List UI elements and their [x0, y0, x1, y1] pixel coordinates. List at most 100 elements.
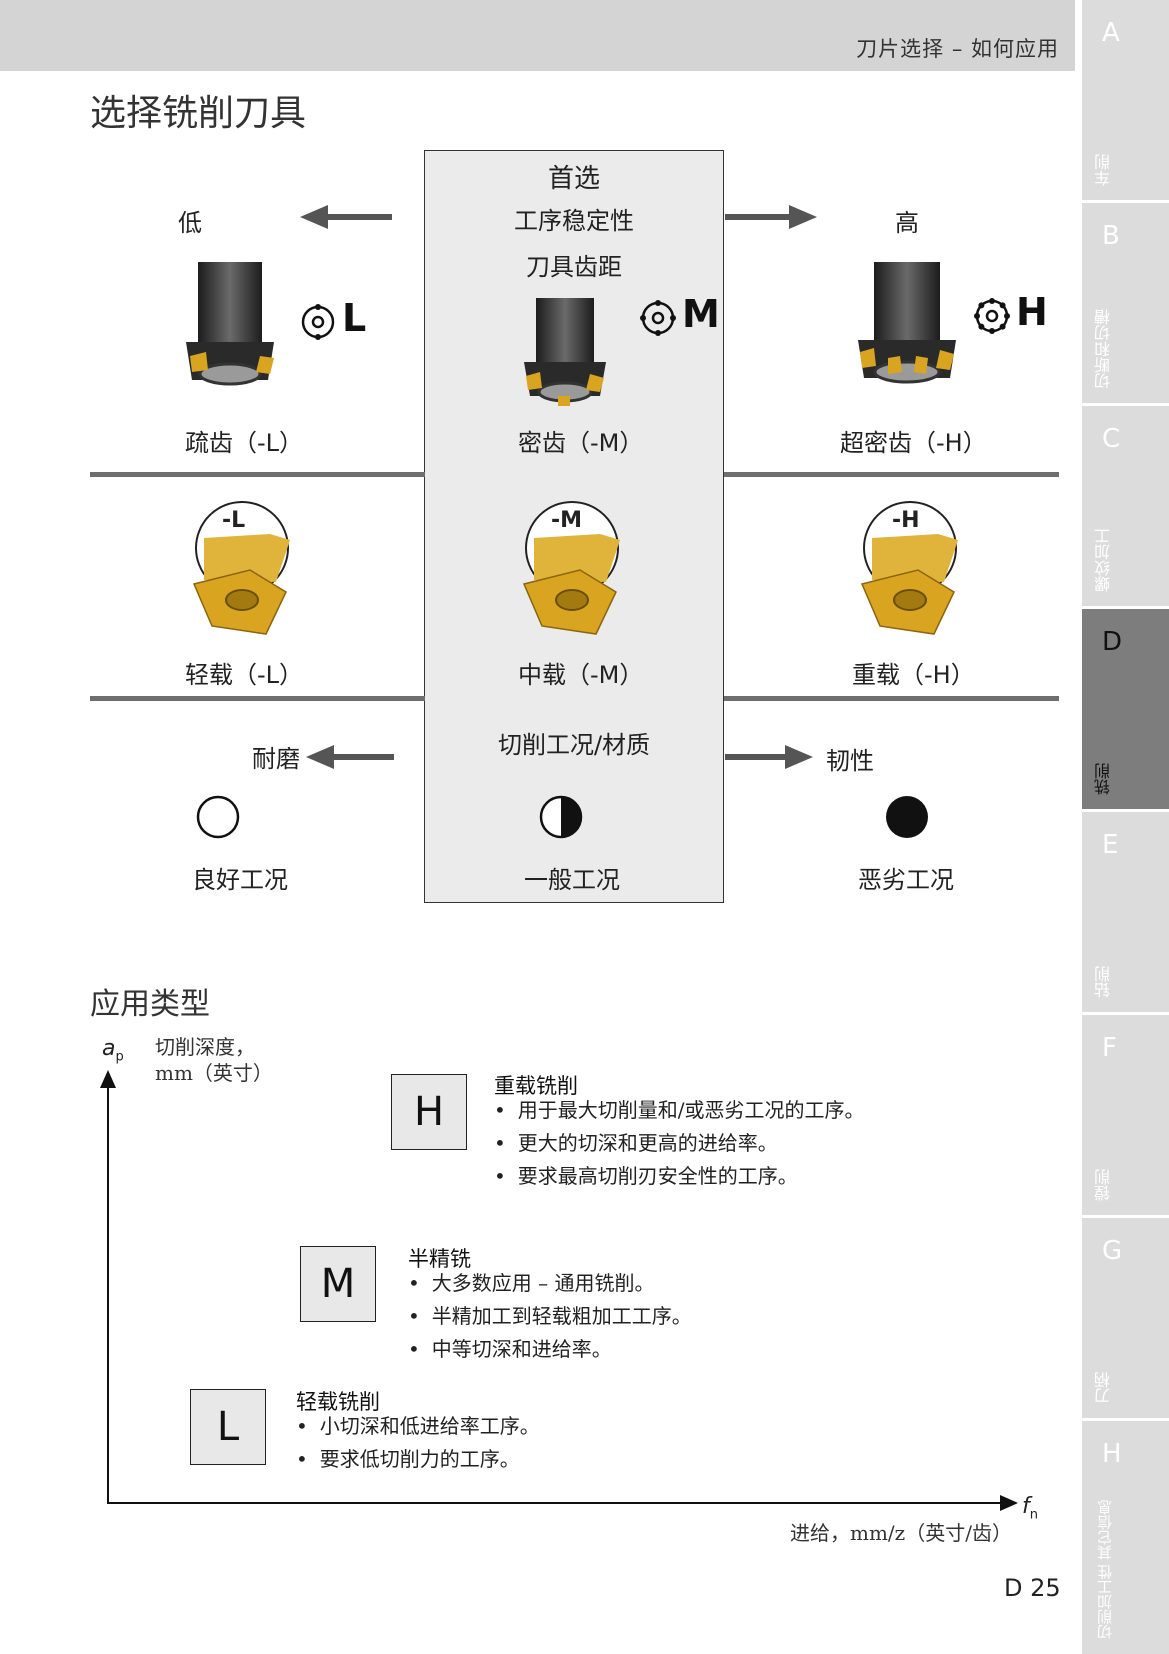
x-axis-symbol: fn	[1022, 1494, 1038, 1522]
tab-letter: E	[1102, 830, 1119, 860]
tab-a[interactable]: A 车削	[1082, 0, 1169, 200]
tab-letter: F	[1102, 1033, 1117, 1063]
x-axis-symbol-main: f	[1022, 1494, 1030, 1519]
tab-letter: G	[1102, 1236, 1123, 1266]
tab-f[interactable]: F 镗削	[1082, 1015, 1169, 1215]
page-number: D 25	[1004, 1574, 1061, 1602]
arrow-left-icon	[300, 205, 392, 229]
tab-d[interactable]: D 铣削	[1082, 609, 1169, 809]
list-item: 中等切深和进给率。	[408, 1333, 692, 1366]
pitch-coarse-label: 疏齿（-L）	[185, 429, 304, 457]
insert-code-h: -H	[892, 508, 920, 533]
good-condition-label: 良好工况	[192, 866, 288, 894]
average-condition-label: 一般工况	[524, 866, 620, 894]
y-axis-symbol-main: a	[102, 1036, 116, 1061]
y-axis-symbol-sub: p	[115, 1049, 124, 1065]
divider-left-1	[90, 472, 425, 477]
conditions-label: 切削工况/材质	[497, 731, 651, 759]
y-axis-symbol: ap	[102, 1036, 124, 1064]
pitch-symbol-h: H	[1016, 290, 1048, 334]
tab-label: 切断和切槽	[1094, 309, 1113, 389]
section-sidebar: A 车削 B 切断和切槽 C 螺纹加工 D 铣削 E 钻削 F 镗削 G 刀柄 …	[1082, 0, 1169, 1654]
arrow-right-icon	[725, 205, 817, 229]
insert-medium-label: 中载（-M）	[518, 661, 644, 689]
tab-letter: C	[1102, 424, 1121, 454]
pitch-label: 刀具齿距	[526, 253, 622, 281]
insert-light-label: 轻载（-L）	[185, 661, 304, 689]
tab-label: 镗削	[1094, 1169, 1113, 1201]
tab-label: 切削加工性 其它信息	[1096, 1500, 1114, 1640]
high-label: 高	[895, 209, 919, 237]
list-item: 要求最高切削刃安全性的工序。	[494, 1160, 865, 1193]
tab-g[interactable]: G 刀柄	[1082, 1218, 1169, 1418]
pitch-extra-close-icon	[974, 298, 1010, 334]
insert-heavy-image	[860, 501, 958, 635]
list-item: 大多数应用 – 通用铣削。	[408, 1267, 692, 1300]
x-axis-symbol-sub: n	[1029, 1507, 1038, 1523]
tab-label: 刀柄	[1094, 1372, 1113, 1404]
difficult-condition-label: 恶劣工况	[858, 866, 954, 894]
tab-letter: A	[1102, 18, 1120, 48]
tab-h[interactable]: H 切削加工性 其它信息	[1082, 1421, 1169, 1654]
app-m-badge: M	[300, 1246, 376, 1322]
pitch-symbol-l: L	[342, 296, 367, 340]
header-title: 刀片选择 – 如何应用	[856, 37, 1059, 61]
x-axis-label: 进给，mm/z（英寸/齿）	[790, 1521, 1012, 1545]
tab-letter: D	[1102, 627, 1123, 657]
tab-e[interactable]: E 钻削	[1082, 812, 1169, 1012]
tab-c[interactable]: C 螺纹加工	[1082, 406, 1169, 606]
y-axis-line	[107, 1076, 109, 1504]
app-l-bullets: 小切深和低进给率工序。 要求低切削力的工序。	[296, 1410, 540, 1476]
pitch-extra-close-label: 超密齿（-H）	[840, 429, 987, 457]
tab-label: 车削	[1094, 154, 1113, 186]
arrow-left-icon	[306, 745, 394, 769]
y-axis-arrow-icon	[100, 1070, 116, 1088]
arrow-right-icon	[725, 745, 813, 769]
low-label: 低	[178, 209, 202, 237]
section-title-select-tool: 选择铣削刀具	[90, 93, 307, 134]
divider-right-2	[724, 696, 1059, 701]
cutter-extra-close-pitch-image	[858, 262, 956, 384]
insert-code-l: -L	[222, 508, 246, 533]
insert-light-image	[192, 501, 290, 635]
insert-code-m: -M	[551, 508, 583, 533]
toughness-label: 韧性	[826, 747, 874, 775]
app-m-bullets: 大多数应用 – 通用铣削。 半精加工到轻载粗加工工序。 中等切深和进给率。	[408, 1267, 692, 1366]
pitch-coarse-icon	[301, 304, 335, 340]
y-axis-label-line1: 切削深度，	[155, 1035, 255, 1059]
list-item: 半精加工到轻载粗加工工序。	[408, 1300, 692, 1333]
divider-left-2	[90, 696, 425, 701]
pitch-close-label: 密齿（-M）	[518, 429, 644, 457]
x-axis-arrow-icon	[1000, 1495, 1018, 1511]
app-h-bullets: 用于最大切削量和/或恶劣工况的工序。 更大的切深和更高的进给率。 要求最高切削刃…	[494, 1094, 865, 1193]
cutter-close-pitch-image	[524, 298, 606, 406]
tab-letter: B	[1102, 221, 1120, 251]
difficult-condition-icon	[886, 796, 928, 838]
cutter-coarse-pitch-image	[186, 262, 274, 386]
tab-label: 铣削	[1094, 763, 1113, 795]
app-l-badge: L	[190, 1389, 266, 1465]
divider-right-1	[724, 472, 1059, 477]
header-bar	[0, 0, 1075, 71]
list-item: 小切深和低进给率工序。	[296, 1410, 540, 1443]
average-condition-icon	[539, 795, 583, 839]
preferred-label: 首选	[547, 164, 600, 194]
y-axis-label: 切削深度， mm（英寸）	[155, 1034, 273, 1086]
x-axis-line	[107, 1502, 1007, 1504]
stability-label: 工序稳定性	[514, 207, 634, 235]
wear-label: 耐磨	[252, 745, 300, 773]
pitch-symbol-m: M	[682, 292, 720, 336]
section-title-application: 应用类型	[90, 987, 210, 1022]
tab-label: 钻削	[1094, 966, 1113, 998]
tab-b[interactable]: B 切断和切槽	[1082, 203, 1169, 403]
pitch-close-icon	[640, 300, 676, 336]
insert-heavy-label: 重载（-H）	[852, 661, 975, 689]
insert-medium-image	[522, 501, 620, 635]
y-axis-label-line2: mm（英寸）	[155, 1061, 273, 1085]
tab-label: 螺纹加工	[1094, 528, 1113, 592]
tab-letter: H	[1102, 1439, 1122, 1469]
good-condition-icon	[196, 795, 240, 839]
list-item: 用于最大切削量和/或恶劣工况的工序。	[494, 1094, 865, 1127]
list-item: 要求低切削力的工序。	[296, 1443, 540, 1476]
list-item: 更大的切深和更高的进给率。	[494, 1127, 865, 1160]
